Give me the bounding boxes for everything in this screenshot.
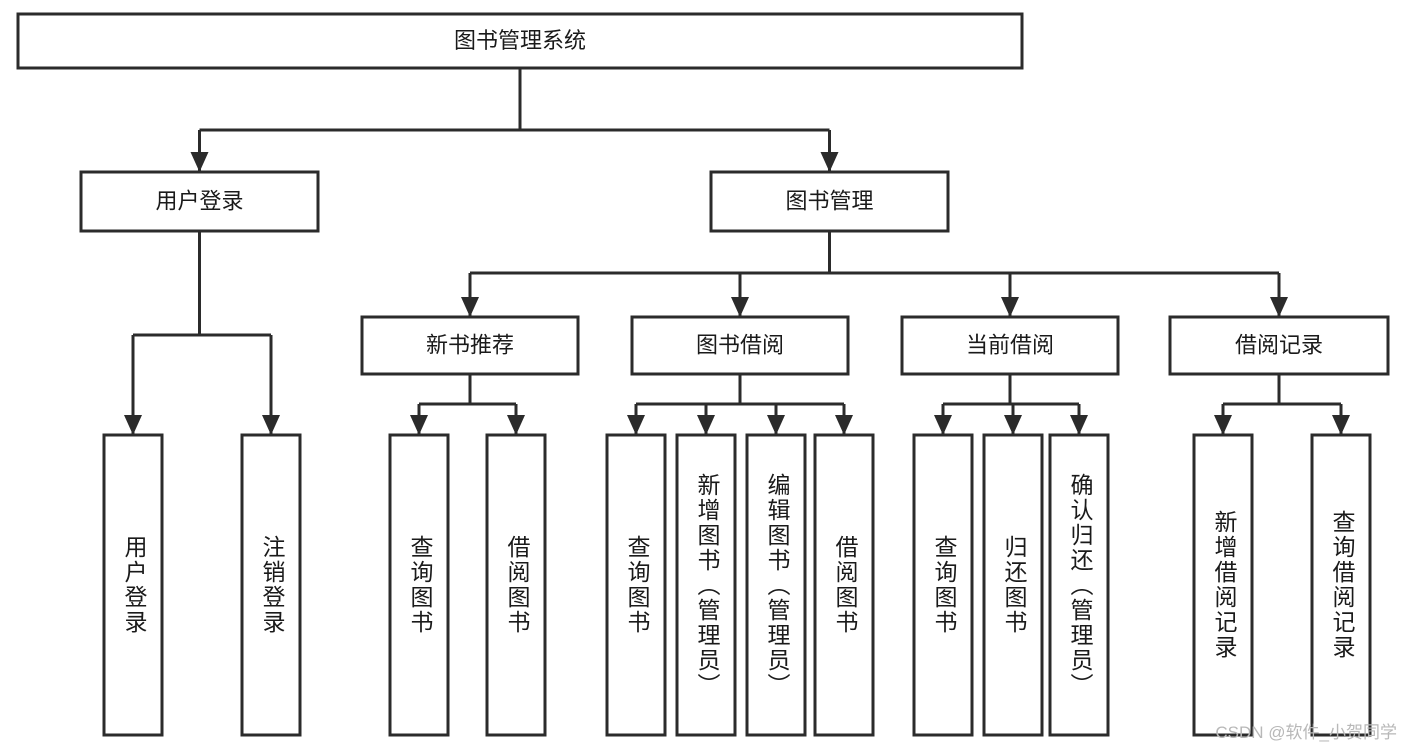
csdn-watermark: CSDN @软件_小贺同学 bbox=[1215, 723, 1397, 742]
node-label-borrow-records: 借阅记录 bbox=[1235, 332, 1323, 357]
node-label-new-book-recommend: 新书推荐 bbox=[426, 332, 514, 357]
node-label-user-login: 用户登录 bbox=[155, 188, 243, 213]
node-box-leaf-query-book-rec[interactable] bbox=[388, 433, 450, 737]
node-box-leaf-query-book-borrow[interactable] bbox=[605, 433, 667, 737]
node-label-book-borrow: 图书借阅 bbox=[696, 332, 784, 357]
node-box-current-borrow[interactable] bbox=[900, 315, 1120, 376]
node-box-new-book-recommend[interactable] bbox=[360, 315, 580, 376]
node-label-current-borrow: 当前借阅 bbox=[966, 332, 1054, 357]
node-box-book-management[interactable] bbox=[709, 170, 950, 233]
node-label-book-management: 图书管理 bbox=[785, 188, 873, 213]
node-box-leaf-borrow-book[interactable] bbox=[813, 433, 875, 737]
node-box-leaf-query-borrow-record[interactable] bbox=[1310, 433, 1372, 737]
node-box-leaf-logout-login[interactable] bbox=[240, 433, 302, 737]
node-box-leaf-confirm-return[interactable] bbox=[1048, 433, 1110, 737]
connector-layer bbox=[124, 68, 1350, 435]
node-box-leaf-add-borrow-record[interactable] bbox=[1192, 433, 1254, 737]
node-box-leaf-query-book-current[interactable] bbox=[912, 433, 974, 737]
node-label-root: 图书管理系统 bbox=[454, 28, 586, 53]
node-box-leaf-borrow-book-rec[interactable] bbox=[485, 433, 547, 737]
box-layer bbox=[16, 12, 1390, 737]
node-box-user-login[interactable] bbox=[79, 170, 320, 233]
node-box-leaf-edit-book[interactable] bbox=[745, 433, 807, 737]
node-box-leaf-user-login[interactable] bbox=[102, 433, 164, 737]
node-box-leaf-return-book[interactable] bbox=[982, 433, 1044, 737]
node-box-borrow-records[interactable] bbox=[1168, 315, 1390, 376]
node-box-book-borrow[interactable] bbox=[630, 315, 850, 376]
node-box-leaf-add-book[interactable] bbox=[675, 433, 737, 737]
node-box-root[interactable] bbox=[16, 12, 1024, 70]
